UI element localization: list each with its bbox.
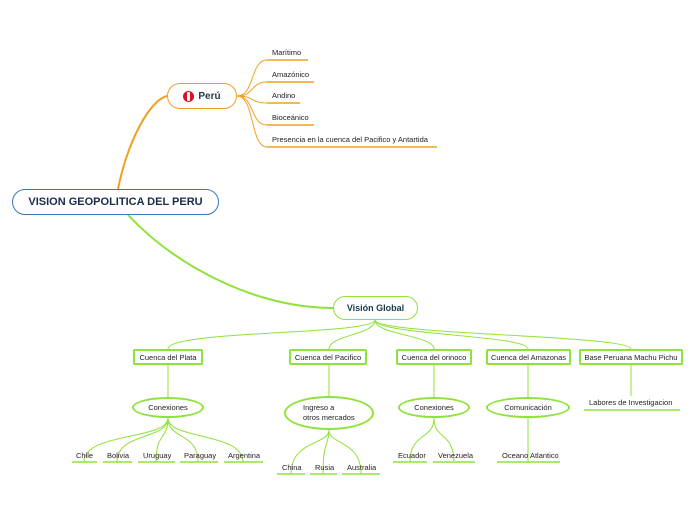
basin-label: Cuenca del Amazonas (490, 352, 567, 362)
basin-plata[interactable]: Cuenca del Plata (133, 349, 203, 365)
leaf-ecuador[interactable]: Ecuador (398, 451, 426, 460)
leaf-paraguay[interactable]: Paraguay (184, 451, 217, 460)
peru-item-amazonico[interactable]: Amazónico (272, 70, 310, 79)
basin-machu-pichu[interactable]: Base Peruana Machu Pichu (579, 349, 683, 365)
peru-item-maritimo[interactable]: Marítimo (272, 48, 302, 57)
leaf-china[interactable]: China (282, 463, 302, 472)
sub-label: Conexiones (148, 403, 188, 412)
root-label: VISION GEOPOLITICA DEL PERU (28, 196, 203, 208)
sub-label-line-1: Ingreso a (303, 403, 335, 412)
basin-amazonas[interactable]: Cuenca del Amazonas (486, 349, 571, 365)
sub-label-line-2: otros mercados (303, 413, 355, 422)
peru-label: Perú (198, 90, 221, 102)
leaf-argentina[interactable]: Argentina (228, 451, 261, 460)
sub-label: Comunicación (504, 403, 552, 412)
leaf-bolivia[interactable]: Bolivia (107, 451, 130, 460)
sub-conexiones-orinoco[interactable]: Conexiones (398, 397, 470, 418)
leaf-venezuela[interactable]: Venezuela (438, 451, 474, 460)
leaf-oceano-atlantico[interactable]: Oceano Atlantico (502, 451, 559, 460)
sub-conexiones-plata[interactable]: Conexiones (132, 397, 204, 418)
basin-label: Cuenca del orinoco (401, 352, 467, 362)
vision-global-label: Visión Global (346, 303, 405, 313)
peru-item-pacifico-antartida[interactable]: Presencia en la cuenca del Pacifico y An… (272, 135, 428, 144)
peru-flag-icon (183, 90, 195, 102)
leaf-uruguay[interactable]: Uruguay (143, 451, 172, 460)
peru-node[interactable]: Perú (167, 83, 237, 109)
leaf-rusia[interactable]: Rusia (315, 463, 335, 472)
basin-label: Cuenca del Pacifico (294, 352, 362, 362)
sub-label: Conexiones (414, 403, 454, 412)
basin-orinoco[interactable]: Cuenca del orinoco (396, 349, 472, 365)
sub-ingreso-mercados[interactable]: Ingreso a otros mercados (284, 396, 374, 430)
sub-labores-investigacion[interactable]: Labores de Investigacion (589, 398, 673, 407)
basin-label: Cuenca del Plata (139, 352, 197, 362)
basin-pacifico[interactable]: Cuenca del Pacifico (289, 349, 367, 365)
peru-item-bioceanico[interactable]: Bioceánico (272, 113, 309, 122)
leaf-chile[interactable]: Chile (76, 451, 94, 460)
basin-label: Base Peruana Machu Pichu (584, 352, 678, 362)
sub-comunicacion[interactable]: Comunicación (486, 397, 570, 418)
peru-item-andino[interactable]: Andino (272, 91, 296, 100)
root-node[interactable]: VISION GEOPOLITICA DEL PERU (12, 189, 219, 215)
vision-global-node[interactable]: Visión Global (333, 296, 418, 320)
leaf-australia[interactable]: Australia (347, 463, 377, 472)
